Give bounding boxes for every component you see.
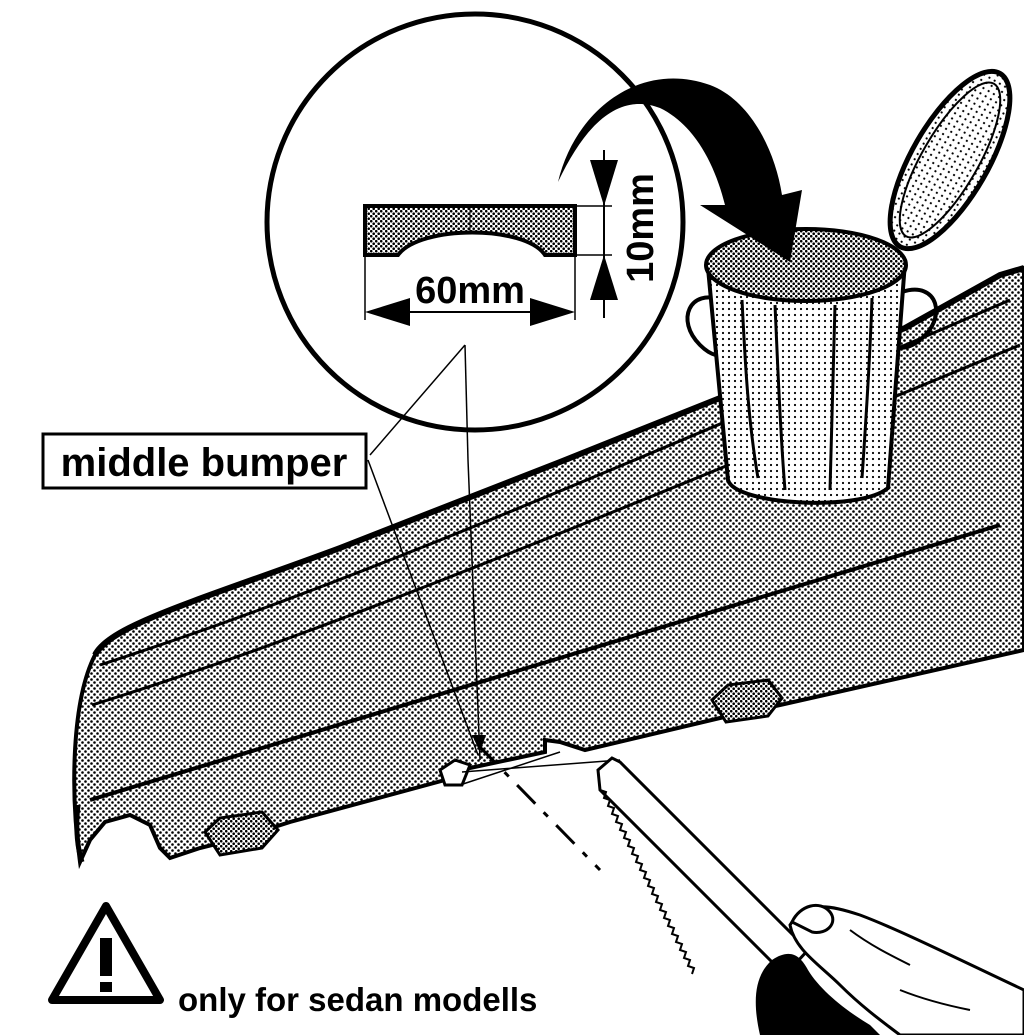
cut-guide <box>367 459 621 872</box>
saw-icon <box>596 756 811 978</box>
trash-can-icon <box>685 68 1013 505</box>
hand-illustration <box>755 903 1024 1035</box>
curved-arrow-icon <box>558 78 802 263</box>
cross-section-profile <box>363 150 618 326</box>
height-label: 10mm <box>620 173 662 283</box>
warning-triangle-icon <box>48 902 164 1004</box>
trash-can-lid <box>887 68 1013 252</box>
part-name-label: middle bumper <box>61 441 348 485</box>
mounting-clip <box>203 810 281 857</box>
cut-notch <box>438 758 472 787</box>
part-label-box <box>41 432 368 490</box>
warning-text: only for sedan modells <box>178 981 537 1018</box>
width-label: 60mm <box>415 270 525 312</box>
mounting-clip <box>710 678 784 724</box>
